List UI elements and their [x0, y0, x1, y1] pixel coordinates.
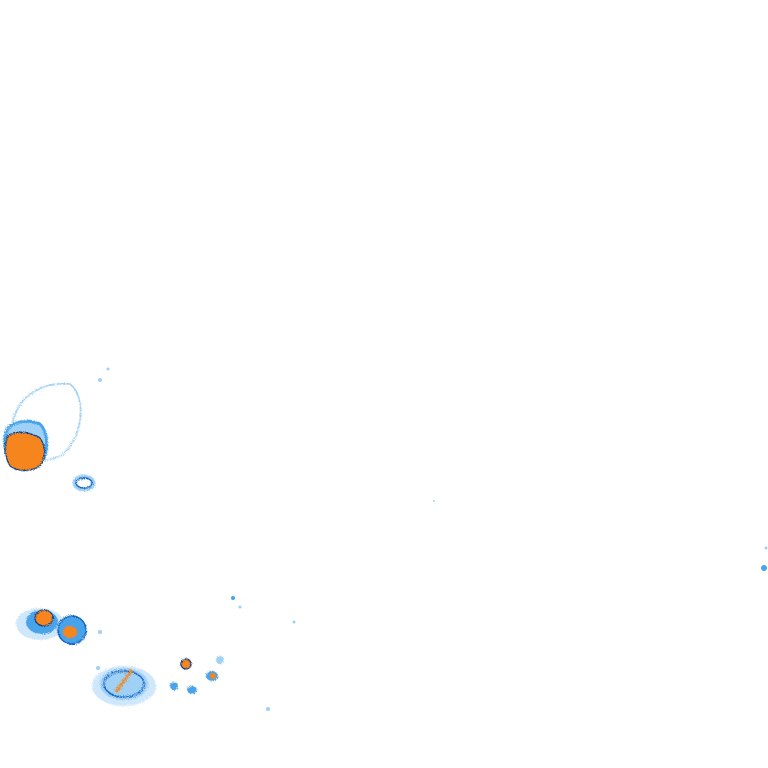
cell-ring [72, 474, 96, 492]
echo-speck [96, 666, 100, 670]
cell-ring-edge [103, 670, 145, 698]
echo-speck [238, 605, 242, 609]
cell-ring-edge [57, 615, 87, 645]
echo-speck [761, 565, 767, 571]
cell-core-streak [114, 669, 134, 693]
cell-fragment [187, 686, 197, 694]
storm-cell-south-small [170, 656, 224, 694]
storm-cell-small-ring [72, 474, 96, 492]
cell-core [5, 432, 45, 471]
echo-speck [764, 546, 768, 550]
cell-core [181, 659, 191, 669]
echo-speck [98, 378, 102, 382]
echo-speck [266, 707, 270, 711]
echo-speck [433, 500, 435, 502]
storm-cell-southwest-a [16, 608, 64, 640]
cell-fragment [170, 682, 178, 690]
echo-speck [231, 596, 235, 600]
cell-core-edge [180, 658, 192, 670]
cell-core-edge [34, 609, 54, 627]
cell-core-edge [4, 431, 46, 472]
scattered-echoes [96, 367, 768, 711]
echo-speck [98, 630, 102, 634]
cell-core [63, 626, 77, 638]
echo-speck [292, 620, 296, 624]
echo-speck [106, 367, 110, 371]
cell-core [35, 610, 53, 626]
storm-cell-northwest [3, 382, 82, 472]
storm-cell-southwest-b [57, 615, 87, 645]
storm-cell-south-large [92, 666, 156, 706]
cell-ring-inner [75, 477, 93, 489]
cell-fragment [216, 656, 224, 664]
cell-fragment-core [210, 673, 216, 679]
cell-ring [100, 668, 148, 700]
